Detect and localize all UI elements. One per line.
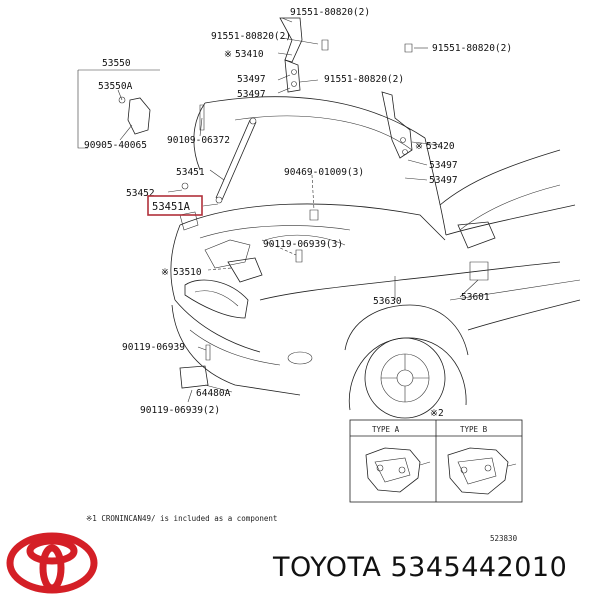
toyota-logo-icon [6, 532, 98, 594]
label-53410: 53410 [235, 49, 264, 60]
label-90119-06939: 90119-06939 [122, 342, 185, 353]
lock-type-inset: ※2 TYPE A TYPE B [349, 408, 523, 503]
label-53550a: 53550A [98, 81, 133, 92]
highlight-box [147, 195, 203, 216]
inset-type-a-label: TYPE A [372, 425, 400, 434]
label-90469-01009: 90469-01009(3) [284, 167, 364, 178]
hood-hinge-right [381, 43, 413, 159]
vehicle-outline [170, 96, 581, 419]
label-53451a: 53451A [152, 201, 191, 213]
label-53497-lower: 53497 [237, 89, 266, 100]
label-91551-80820-second: 91551-80820(2) [211, 31, 291, 42]
label-53510: 53510 [173, 267, 202, 278]
part-labels: 53550 53550A 90905-40065 90109-06372 534… [84, 7, 512, 416]
label-90905-40065: 90905-40065 [84, 140, 147, 151]
label-53497-right-upper: 53497 [429, 160, 458, 171]
label-91551-80820-mid: 91551-80820(2) [324, 74, 404, 85]
inset-type-b-label: TYPE B [460, 425, 488, 434]
label-53497-upper: 53497 [237, 74, 266, 85]
footnote: ※1 CRONINCAN49/ is included as a compone… [86, 514, 277, 523]
diagram-code: 523830 [490, 534, 518, 543]
hood-lock-support [118, 96, 489, 389]
label-90119-06939-3: 90119-06939(3) [263, 239, 343, 250]
label-91551-80820-right: 91551-80820(2) [432, 43, 512, 54]
brand-part-number: TOYOTA 5345442010 [273, 552, 568, 583]
label-53550: 53550 [102, 58, 131, 69]
label-53497-right-lower: 53497 [429, 175, 458, 186]
label-90109-06372: 90109-06372 [167, 135, 230, 146]
label-64480a: 64480A [196, 388, 231, 399]
inset-note-ref: ※2 [430, 408, 444, 419]
label-53420: 53420 [426, 141, 455, 152]
hood-hinge-left [279, 17, 329, 93]
hood-lock-type-a [365, 447, 431, 493]
star-mark-53510: ※ [161, 267, 169, 278]
leader-lines [77, 17, 479, 403]
label-90119-06939-2: 90119-06939(2) [140, 405, 220, 416]
label-53601: 53601 [461, 292, 490, 303]
label-53451: 53451 [176, 167, 205, 178]
label-53452: 53452 [126, 188, 155, 199]
star-mark-53410: ※ [224, 49, 232, 60]
label-91551-80820-top: 91551-80820(2) [290, 7, 370, 18]
hood-lock-type-b [447, 447, 517, 495]
star-mark-53420: ※ [415, 141, 423, 152]
label-53630: 53630 [373, 296, 402, 307]
